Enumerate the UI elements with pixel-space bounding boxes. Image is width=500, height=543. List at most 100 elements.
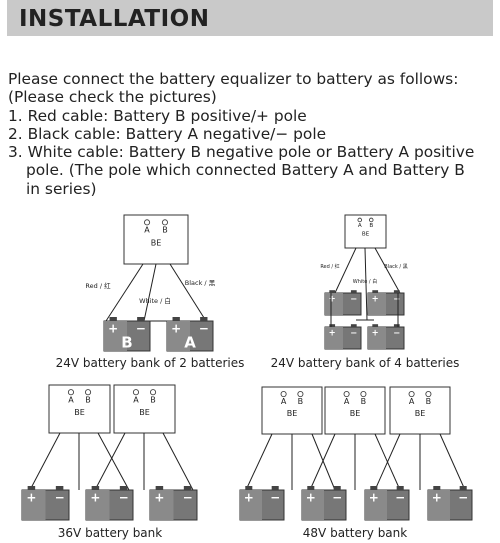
red-cable-label: Red / 红 (320, 263, 339, 270)
white-cable-label: White / 白 (139, 296, 171, 305)
plus-sign: + (372, 327, 379, 337)
red-cable-line (245, 433, 273, 491)
plus-sign: + (329, 293, 336, 303)
battery-shade (365, 490, 387, 520)
red-cable-line (334, 247, 357, 294)
plus-sign: + (244, 490, 254, 504)
battery-letter: A (184, 333, 196, 351)
black-cable-line (162, 432, 194, 491)
equalizer-label-b: B (162, 226, 168, 235)
battery-shade (302, 490, 324, 520)
equalizer-label-a: A (358, 223, 362, 229)
red-cable-line (374, 433, 401, 491)
terminal-a-icon (408, 390, 415, 398)
positive-post (433, 486, 441, 490)
equalizer-label-be: BE (350, 409, 361, 418)
equalizer-label-a: A (409, 397, 415, 406)
equalizer-box (48, 384, 111, 434)
caption-24v-2-batteries: 24V battery bank of 2 batteries (56, 356, 245, 370)
white-cable-line (364, 247, 368, 321)
plus-sign: + (369, 490, 379, 504)
intro-line-2: (Please check the pictures) (8, 88, 217, 107)
equalizer-label-be: BE (362, 231, 370, 237)
black-cable-line (439, 433, 466, 491)
battery-shade (428, 490, 450, 520)
intro-line-1: Please connect the battery equalizer to … (8, 70, 459, 88)
plus-sign: + (432, 490, 442, 504)
caption-36v: 36V battery bank (58, 526, 162, 540)
positive-post (372, 290, 379, 293)
terminal-b-icon (149, 389, 157, 396)
equalizer-label-a: A (344, 397, 350, 406)
plus-sign: + (372, 293, 379, 303)
negative-post (350, 324, 357, 327)
battery-icon: +−B (103, 317, 151, 352)
plus-sign: + (154, 490, 164, 504)
minus-sign: − (393, 327, 400, 337)
header-bar: INSTALLATION (7, 0, 493, 36)
white-cable-line (143, 263, 157, 322)
minus-sign: − (395, 490, 405, 504)
positive-post (370, 486, 378, 490)
terminal-a-icon (357, 217, 363, 223)
negative-post (396, 486, 404, 490)
equalizer-label-b: B (361, 397, 367, 406)
terminal-a-icon (67, 389, 75, 396)
battery-icon: +− (427, 486, 473, 521)
red-cable-label: Red / 红 (85, 281, 111, 290)
positive-post (372, 324, 379, 327)
battery-shade (104, 321, 127, 351)
battery-shade (150, 490, 174, 520)
minus-sign: − (199, 321, 209, 335)
red-cable-line (29, 432, 61, 491)
plus-sign: + (108, 321, 118, 335)
minus-sign: − (119, 490, 129, 504)
terminal-a-icon (132, 389, 140, 396)
battery-shade (240, 490, 262, 520)
equalizer-box (389, 386, 451, 435)
plus-sign: + (26, 490, 36, 504)
equalizer-label-b: B (426, 397, 432, 406)
equalizer-box (344, 214, 387, 249)
caption-48v: 48V battery bank (303, 526, 407, 540)
negative-post (459, 486, 467, 490)
plus-sign: + (171, 321, 181, 335)
equalizer-label-be: BE (74, 408, 85, 417)
minus-sign: − (55, 490, 65, 504)
black-cable-line (374, 247, 401, 294)
negative-post (350, 290, 357, 293)
equalizer-label-be: BE (139, 408, 150, 417)
battery-icon: +− (367, 290, 405, 316)
equalizer-label-b: B (150, 395, 156, 404)
equalizer-label-be: BE (151, 238, 162, 247)
white-cable-label: White / 白 (353, 278, 377, 285)
negative-post (200, 317, 208, 321)
positive-post (109, 317, 117, 321)
equalizer-label-b: B (298, 397, 304, 406)
black-cable-label: Black / 黑 (384, 264, 407, 270)
negative-post (393, 324, 400, 327)
battery-icon: +− (367, 324, 405, 350)
positive-post (91, 486, 100, 490)
battery-icon: +− (85, 486, 134, 521)
black-cable-line (311, 433, 336, 491)
battery-icon: +− (21, 486, 70, 521)
minus-sign: − (350, 327, 357, 337)
step-3-line-2: pole. (The pole which connected Battery … (26, 161, 465, 180)
equalizer-box (261, 386, 323, 435)
positive-post (155, 486, 164, 490)
negative-post (137, 317, 145, 321)
step-2: 2. Black cable: Battery A negative/− pol… (8, 124, 327, 143)
negative-post (271, 486, 279, 490)
minus-sign: − (350, 293, 357, 303)
equalizer-label-b: B (85, 395, 91, 404)
minus-sign: − (393, 293, 400, 303)
terminal-b-icon (297, 390, 304, 398)
red-cable-line (94, 432, 126, 491)
battery-icon: +− (364, 486, 410, 521)
minus-sign: − (458, 490, 468, 504)
battery-shade (368, 293, 386, 315)
page-title: INSTALLATION (19, 6, 210, 32)
terminal-a-icon (343, 390, 350, 398)
